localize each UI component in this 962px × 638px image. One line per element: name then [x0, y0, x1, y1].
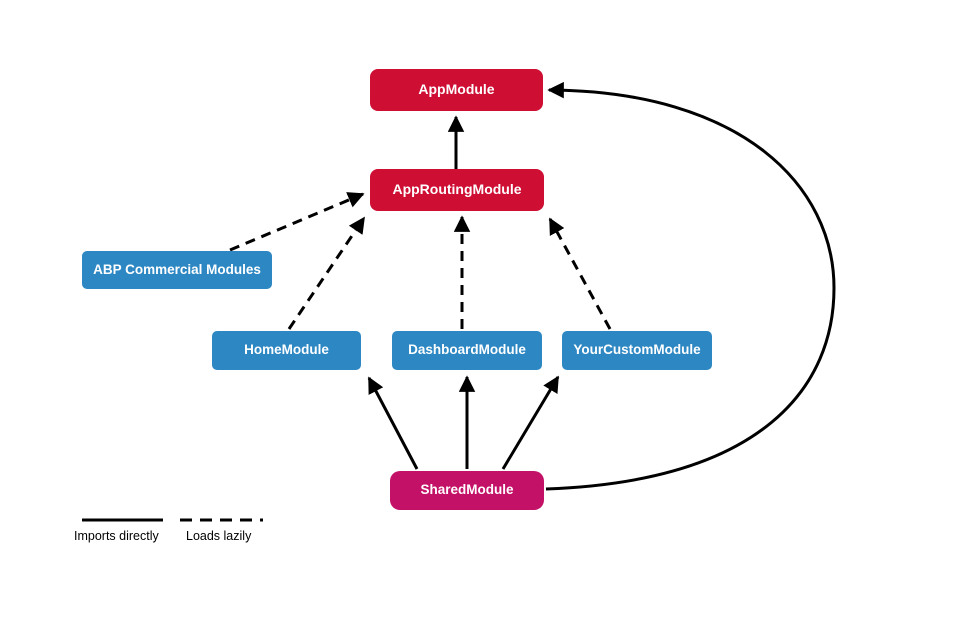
node-app-module: AppModule: [370, 69, 543, 111]
node-your-custom-module: YourCustomModule: [562, 331, 712, 370]
node-your-custom-module-label: YourCustomModule: [573, 342, 701, 358]
node-app-routing-module: AppRoutingModule: [370, 169, 544, 211]
node-shared-module: SharedModule: [390, 471, 544, 510]
node-home-module-label: HomeModule: [244, 342, 329, 358]
legend-imports-directly-label: Imports directly: [74, 529, 159, 543]
node-app-module-label: AppModule: [418, 81, 495, 98]
node-dashboard-module: DashboardModule: [392, 331, 542, 370]
edge-sharedmodule-to-yourcustommodule: [501, 375, 560, 470]
node-abp-commercial-modules-label: ABP Commercial Modules: [93, 261, 261, 277]
node-abp-commercial-modules: ABP Commercial Modules: [82, 251, 272, 289]
legend-loads-lazily-label: Loads lazily: [186, 529, 252, 543]
edge-homemodule-to-approutingmodule: [287, 216, 366, 330]
node-dashboard-module-label: DashboardModule: [408, 342, 526, 358]
edge-yourcustommodule-to-approutingmodule: [548, 217, 612, 330]
node-shared-module-label: SharedModule: [420, 482, 514, 498]
edge-sharedmodule-to-homemodule: [367, 376, 419, 470]
edge-sharedmodule-to-appmodule-curve: [545, 81, 836, 491]
node-home-module: HomeModule: [212, 331, 361, 370]
edge-abpcommercialmodules-to-approutingmodule: [229, 192, 365, 252]
node-app-routing-module-label: AppRoutingModule: [392, 181, 522, 198]
